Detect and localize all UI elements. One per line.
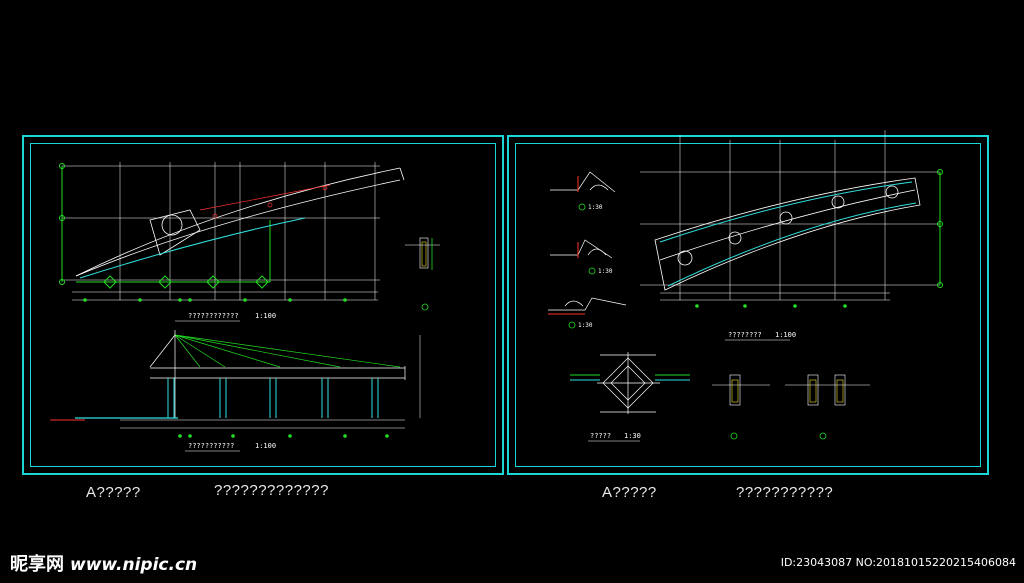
sheet-inner-frame-left xyxy=(30,143,496,467)
left-top-view-title: ???????????? xyxy=(188,312,239,320)
right-roof-plan xyxy=(654,177,921,291)
right-plan-grid xyxy=(640,130,940,301)
left-sheet-caption-code: A????? xyxy=(86,484,141,501)
right-section-scale-1: 1:30 xyxy=(588,204,603,211)
drawing-sheet-right xyxy=(507,135,989,475)
watermark-site-url: www.nipic.cn xyxy=(70,555,198,575)
left-sheet-caption-title: ????????????? xyxy=(214,482,329,499)
right-sheet-caption-code: A????? xyxy=(602,484,657,501)
right-section-scale-2: 1:30 xyxy=(598,268,613,275)
watermark-logo: 昵享网 www.nipic.cn xyxy=(10,550,197,576)
left-columns xyxy=(167,378,379,418)
left-detail-a xyxy=(405,237,440,269)
sheet-inner-frame-right xyxy=(515,143,981,467)
left-top-view-scale: 1:100 xyxy=(255,312,276,320)
right-plan-title: ???????? xyxy=(728,331,762,339)
left-roof-outline xyxy=(75,167,405,277)
left-top-elevation xyxy=(62,162,380,300)
right-detail-scale: 1:30 xyxy=(624,432,641,440)
drawing-sheet-left xyxy=(22,135,504,475)
right-section-details xyxy=(548,171,627,311)
right-footing-details xyxy=(712,374,870,406)
left-bottom-view-scale: 1:100 xyxy=(255,442,276,450)
left-bottom-view-title: ??????????? xyxy=(188,442,234,450)
left-cable-lines xyxy=(174,334,401,368)
watermark-site-name: 昵享网 xyxy=(10,554,64,575)
right-section-scale-3: 1:30 xyxy=(578,322,593,329)
right-column-detail xyxy=(597,352,660,414)
right-plan-scale: 1:100 xyxy=(775,331,796,339)
watermark-id: ID:23043087 NO:20181015220215406084 xyxy=(780,556,1016,569)
right-sheet-caption-title: ??????????? xyxy=(736,484,834,501)
right-detail-title: ????? xyxy=(590,432,611,440)
